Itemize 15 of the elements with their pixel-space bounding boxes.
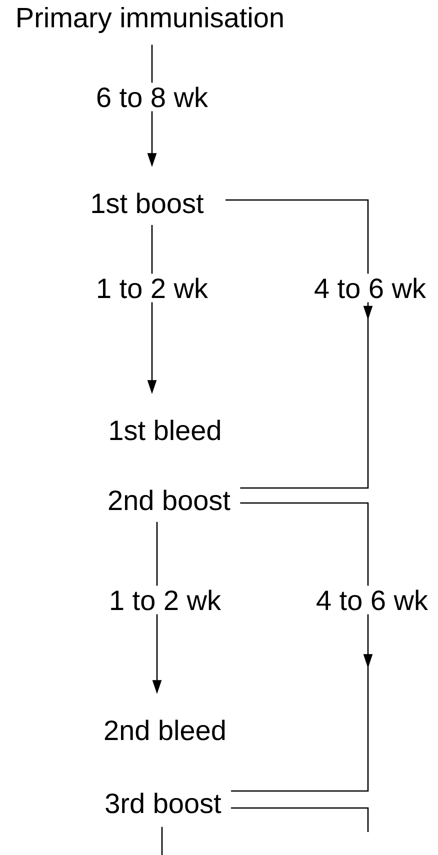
connector-line [161, 826, 163, 855]
edge-label: 4 to 6 wk [312, 586, 432, 614]
step-text: 3rd boost [106, 792, 222, 814]
step-text: Primary immunisation [18, 6, 283, 34]
connector-line [231, 807, 369, 832]
step-text: 2nd bleed [104, 720, 225, 740]
edge-label: 1 to 2 wk [104, 586, 226, 614]
edge-label: 6 to 8 wk [92, 82, 212, 112]
edge-label: 4 to 6 wk [310, 274, 430, 302]
step-text: 2nd boost [108, 490, 230, 510]
edge-label: 1 to 2 wk [92, 274, 212, 302]
step-text: 1st bleed [110, 420, 220, 440]
arrow [225, 199, 373, 489]
step-text: 1st boost [92, 192, 204, 214]
arrow [231, 502, 373, 792]
